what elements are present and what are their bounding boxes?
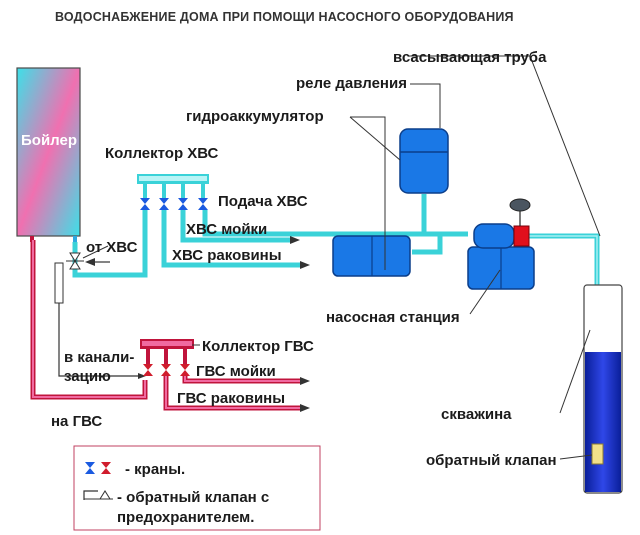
pressure-relay-label: реле давления [296,75,407,92]
boiler-label: Бойлер [21,132,77,149]
legend-check-valve-label-2: предохранителем. [117,509,254,526]
hot-water-pipes [30,240,300,411]
hot-basin-label: ГВС раковины [177,390,285,407]
flow-arrows [85,236,310,412]
well-icon [583,284,623,494]
cold-supply-label: Подача ХВС [218,193,308,210]
legend-valve-red-icon [101,462,111,474]
hot-sink-label: ГВС мойки [196,363,276,380]
accumulator-label: гидроаккумулятор [186,108,324,125]
pressure-relay-icon [509,198,531,226]
sewer-label-line1: в канали- [64,349,134,366]
pump-station-icon [467,223,535,290]
pump-station-label: насосная станция [326,309,460,326]
hot-collector-label: Коллектор ГВС [202,338,314,355]
accumulator-icon [399,128,449,194]
hot-collector-valves [143,364,190,376]
well-label: скважина [441,406,512,423]
legend-check-valve-label-1: - обратный клапан с [117,489,269,506]
cold-basin-label: ХВС раковины [172,247,282,264]
cold-from-label: от ХВС [86,239,138,256]
diagram-title: ВОДОСНАБЖЕНИЕ ДОМА ПРИ ПОМОЩИ НАСОСНОГО … [55,10,514,24]
cold-collector-valves [140,198,208,210]
leader-lines [82,55,601,460]
sewer-label-line2: зацию [64,368,111,385]
cold-collector-label: Коллектор ХВС [105,145,219,162]
legend [73,445,321,531]
sewer-drain [54,262,146,379]
tank-icon [332,235,411,277]
suction-pipe-label: всасывающая труба [393,49,547,66]
check-valve-label: обратный клапан [426,452,557,469]
boiler [16,67,81,242]
cold-sink-label: ХВС мойки [186,221,267,238]
legend-check-valve-icon [83,490,113,500]
legend-valves-label: - краны. [125,461,185,478]
boiler-check-valve-icon [66,252,84,270]
to-hot-label: на ГВС [51,413,102,430]
legend-valve-blue-icon [85,462,95,474]
